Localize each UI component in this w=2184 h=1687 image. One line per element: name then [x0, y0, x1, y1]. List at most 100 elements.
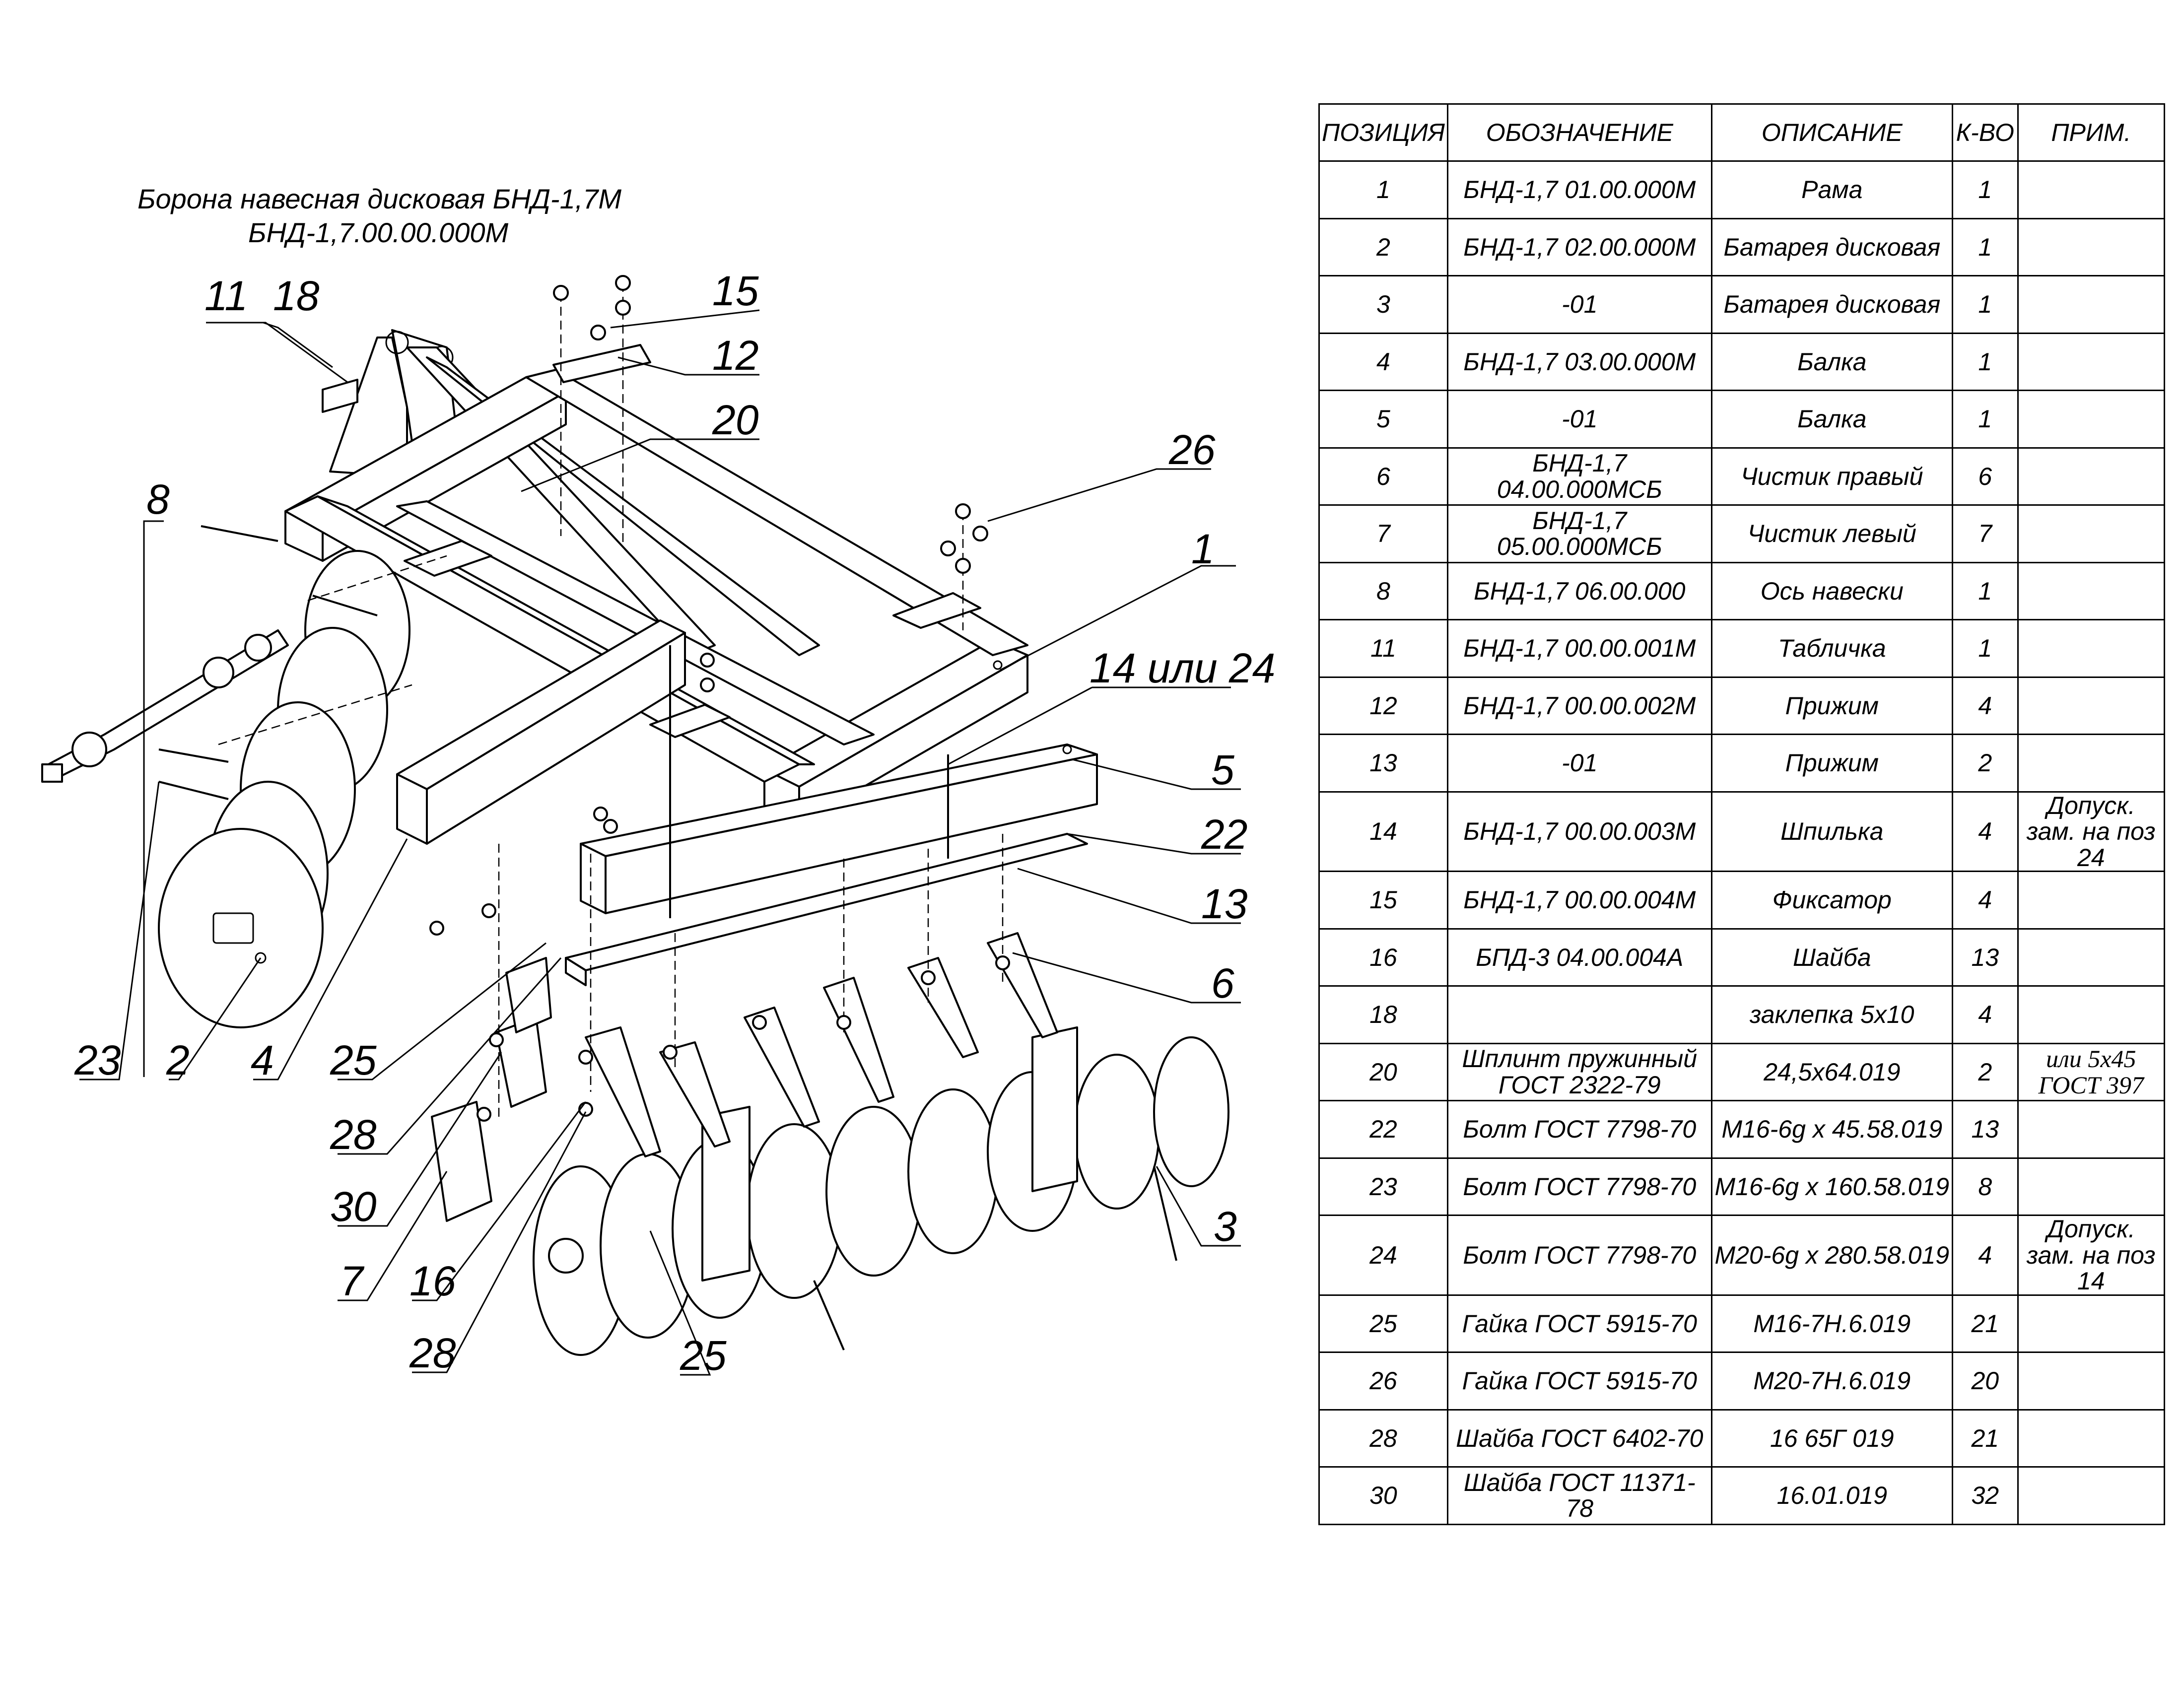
cell-designation: [1446, 985, 1712, 1044]
cell-qty: 7: [1951, 504, 2019, 563]
callout-4: 4: [251, 1037, 274, 1083]
cell-description: М16-7Н.6.019: [1710, 1294, 1953, 1353]
cell-qty: 4: [1951, 1215, 2019, 1296]
cell-qty: 2: [1951, 1042, 2019, 1101]
cell-pos: 23: [1318, 1157, 1448, 1216]
cell-pos: 24: [1318, 1215, 1448, 1296]
cell-designation: БНД-1,7 01.00.000М: [1446, 160, 1712, 219]
cell-designation: БПД-3 04.00.004А: [1446, 928, 1712, 987]
cell-note: [2017, 1294, 2165, 1353]
drawing-title: Борона навесная дисковая БНД-1,7М: [137, 183, 621, 214]
cell-qty: 13: [1951, 1100, 2019, 1159]
cell-description: Батарея дисковая: [1710, 217, 1953, 276]
callout-13: 13: [1201, 880, 1247, 927]
cell-qty: 4: [1951, 676, 2019, 735]
cell-pos: 28: [1318, 1409, 1448, 1468]
cell-pos: 12: [1318, 676, 1448, 735]
cell-pos: 11: [1318, 619, 1448, 678]
cell-qty: 13: [1951, 928, 2019, 987]
cell-description: Шайба: [1710, 928, 1953, 987]
cell-pos: 6: [1318, 447, 1448, 506]
cell-note: [2017, 734, 2165, 793]
callout-22: 22: [1201, 811, 1247, 858]
cell-designation: Болт ГОСТ 7798-70: [1446, 1157, 1712, 1216]
cell-description: М16-6g х 45.58.019: [1710, 1100, 1953, 1159]
header-note: ПРИМ.: [2017, 103, 2165, 162]
header-position: ПОЗИЦИЯ: [1318, 103, 1448, 162]
callout-18: 18: [273, 272, 320, 319]
cell-note: [2017, 217, 2165, 276]
cell-description: М16-6g х 160.58.019: [1710, 1157, 1953, 1216]
cell-description: Балка: [1710, 332, 1953, 391]
cell-pos: 7: [1318, 504, 1448, 563]
cell-description: Прижим: [1710, 734, 1953, 793]
cell-pos: 30: [1318, 1466, 1448, 1525]
cell-designation: Гайка ГОСТ 5915-70: [1446, 1351, 1712, 1411]
leader-lines: [79, 309, 1241, 1376]
cell-note: [2017, 1466, 2165, 1525]
cell-designation: БНД-1,7 00.00.001М: [1446, 619, 1712, 678]
cell-designation: БНД-1,7 00.00.004М: [1446, 871, 1712, 930]
cell-note: [2017, 928, 2165, 987]
cell-note: Допуск. зам. на поз 14: [2017, 1215, 2165, 1296]
cell-pos: 13: [1318, 734, 1448, 793]
cell-note: [2017, 871, 2165, 930]
cell-description: Чистик левый: [1710, 504, 1953, 563]
cell-description: М20-6g х 280.58.019: [1710, 1215, 1953, 1296]
callout-23: 23: [74, 1037, 121, 1083]
callout-6: 6: [1211, 960, 1234, 1007]
cell-designation: БНД-1,7 03.00.000М: [1446, 332, 1712, 391]
cell-qty: 1: [1951, 160, 2019, 219]
cell-designation: БНД-1,7 00.00.002М: [1446, 676, 1712, 735]
callout-8: 8: [146, 476, 170, 523]
cell-designation: Болт ГОСТ 7798-70: [1446, 1215, 1712, 1296]
cell-note: [2017, 676, 2165, 735]
cell-note: [2017, 332, 2165, 391]
cell-qty: 21: [1951, 1409, 2019, 1468]
cell-note: [2017, 561, 2165, 620]
cell-qty: 1: [1951, 275, 2019, 334]
cell-description: Рама: [1710, 160, 1953, 219]
callout-16: 16: [410, 1258, 456, 1304]
callout-labels: 11 18 15 12 20 26 8 1 14 или 24 5 22 13 …: [74, 268, 1275, 1379]
parts-list-table: ПОЗИЦИЯ ОБОЗНАЧЕНИЕ ОПИСАНИЕ К-ВО ПРИМ. …: [1318, 103, 2165, 1525]
callout-26: 26: [1168, 426, 1216, 473]
cell-designation: -01: [1446, 275, 1712, 334]
cell-pos: 14: [1318, 791, 1448, 872]
cell-qty: 32: [1951, 1466, 2019, 1525]
cell-qty: 8: [1951, 1157, 2019, 1216]
callout-2: 2: [166, 1037, 190, 1083]
cell-qty: 4: [1951, 791, 2019, 872]
callout-30: 30: [330, 1183, 377, 1230]
cell-description: 24,5х64.019: [1710, 1042, 1953, 1101]
cell-designation: БНД-1,7 05.00.000МСБ: [1446, 504, 1712, 563]
cell-pos: 1: [1318, 160, 1448, 219]
callout-7: 7: [340, 1258, 365, 1304]
cell-description: заклепка 5х10: [1710, 985, 1953, 1044]
cell-note: [2017, 504, 2165, 563]
cell-description: Табличка: [1710, 619, 1953, 678]
callout-11: 11: [205, 272, 248, 319]
scrapers: [431, 932, 1058, 1222]
cell-description: Чистик правый: [1710, 447, 1953, 506]
cell-note: [2017, 619, 2165, 678]
callout-20: 20: [712, 397, 759, 443]
cell-designation: Болт ГОСТ 7798-70: [1446, 1100, 1712, 1159]
